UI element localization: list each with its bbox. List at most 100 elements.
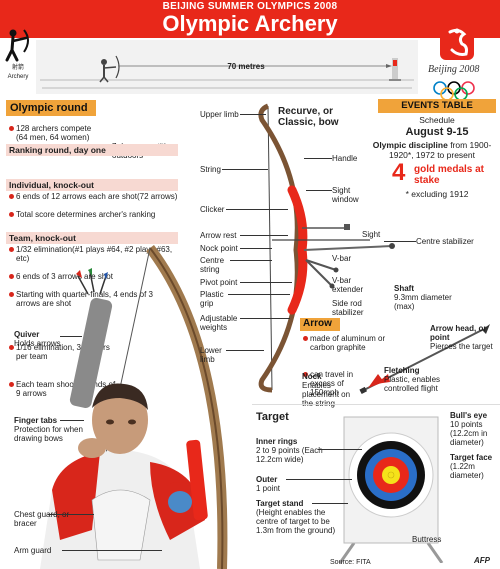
finger-tabs-label: Finger tabs Protection for when drawing … — [14, 416, 96, 443]
leader-upper-limb — [240, 114, 266, 115]
quiver-leader — [60, 336, 82, 337]
outer-label: Outer 1 point — [256, 475, 316, 493]
archer-figure-icon — [40, 244, 228, 569]
individual-title: Individual, knock-out — [6, 179, 178, 191]
label-nock-point: Nock point — [200, 244, 238, 253]
outer-leader — [286, 479, 352, 480]
fletching-title: Fletching — [384, 366, 420, 375]
team-title: Team, knock-out — [6, 232, 178, 244]
range-illustration — [40, 55, 414, 89]
target-face-title: Target face — [450, 453, 493, 462]
intro-bullet-1: 128 archers compete (64 men, 64 women) — [8, 124, 100, 142]
finger-tabs-desc: Protection for when drawing bows — [14, 425, 83, 443]
event-dates: August 9-15 — [405, 126, 469, 138]
label-arrow-rest: Arrow rest — [200, 231, 237, 240]
fletching-desc: Plastic, enables controlled flight — [384, 375, 441, 393]
target-panel: Target Inner rings 2 to 9 points (Each 1… — [252, 404, 500, 569]
range-strip: 70 metres — [36, 40, 418, 94]
individual-bullet-3: Starting with quarter-finals, 4 ends of … — [8, 290, 158, 308]
beijing-emblem-icon — [433, 24, 475, 101]
target-icon — [338, 416, 444, 563]
leader-string — [222, 169, 268, 170]
pictogram-chinese: 射箭 — [11, 65, 24, 71]
inner-rings-title: Inner rings — [256, 437, 298, 446]
bullseye-title: Bull's eye — [450, 411, 488, 420]
discipline-bold: Olympic discipline — [372, 140, 448, 150]
outer-title: Outer — [256, 475, 278, 484]
arm-guard-leader — [62, 550, 162, 551]
archer-pictogram-icon — [5, 29, 29, 62]
nock-title: Nock — [302, 372, 322, 381]
discipline-text: Olympic discipline from 1900-1920*, 1972… — [366, 140, 498, 160]
shaft-title: Shaft — [394, 284, 414, 293]
label-centre-string: Centre string — [200, 256, 225, 274]
ranking-bullet-2: Total score determines archer's ranking — [8, 210, 184, 219]
buttress-label: Buttress — [412, 535, 442, 544]
archery-pictogram: 射箭 Archery — [4, 28, 32, 80]
arrow-head-title: Arrow head, or point — [430, 324, 487, 342]
leader-pivot-point — [240, 282, 292, 283]
discipline-rest: from 1900-1920*, 1972 to present — [388, 140, 492, 160]
leader-handle — [304, 158, 332, 159]
page-title: Olympic Archery — [162, 11, 338, 36]
label-v-bar: V-bar — [332, 254, 352, 263]
target-stand-desc: (Height enables the centre of target to … — [256, 508, 336, 535]
label-side-rod-stabilizer: Side rod stabilizer — [332, 299, 364, 317]
beijing-logo-text: Beijing 2008 — [428, 64, 480, 75]
individual-bullet-1: 1/32 elimination(#1 plays #64, #2 plays … — [8, 245, 184, 263]
inner-rings-desc: 2 to 9 points (Each 12.2cm wide) — [256, 446, 323, 464]
team-bullet-2: Each team shoots 3 ends of 9 arrows — [8, 380, 118, 398]
label-v-bar-extender: V-bar extender — [332, 276, 364, 294]
outer-desc: 1 point — [256, 484, 281, 493]
arrow-head-label: Arrow head, or point Pierces the target — [430, 324, 498, 351]
quiver-label: Quiver Holds arrows — [14, 330, 94, 348]
olympic-round-panel: Olympic round 128 archers compete (64 me… — [0, 92, 184, 398]
bullseye-label: Bull's eye 10 points (12.2cm in diameter… — [450, 411, 500, 447]
label-adjustable-weights: Adjustable weights — [200, 314, 238, 332]
label-sight-window: Sight window — [332, 186, 359, 204]
fletching-label: Fletching Plastic, enables controlled fl… — [384, 366, 464, 393]
nock-label: Nock Enables placement on the string — [302, 372, 360, 408]
individual-bullet-2: 6 ends of 3 arrows are shot — [8, 272, 184, 281]
arrow-bullet-1: made of aluminum or carbon graphite — [302, 334, 394, 352]
leader-clicker — [226, 209, 288, 210]
leader-plastic-grip — [228, 294, 290, 295]
pictogram-caption: Archery — [7, 74, 29, 80]
label-pivot-point: Pivot point — [200, 278, 238, 287]
inner-rings-leader — [318, 449, 362, 450]
shaft-label: Shaft 9.3mm diameter (max) — [394, 284, 454, 311]
recurve-bow-icon — [258, 103, 395, 393]
leader-sight-window — [306, 190, 332, 191]
nock-desc: Enables placement on the string — [302, 381, 351, 408]
ranking-bullet-1: 6 ends of 12 arrows each are shot(72 arr… — [8, 192, 184, 201]
leader-lower-limb — [226, 350, 264, 351]
target-face-desc: (1.22m diameter) — [450, 462, 484, 480]
label-plastic-grip: Plastic grip — [200, 290, 224, 308]
finger-tabs-leader — [60, 420, 84, 421]
shaft-desc: 9.3mm diameter (max) — [394, 293, 452, 311]
arrow-heading: Arrow — [300, 318, 340, 331]
olympic-round-heading: Olympic round — [6, 100, 96, 116]
leader-centre-stabilizer — [384, 241, 416, 242]
title-banner: BEIJING SUMMER OLYMPICS 2008 Olympic Arc… — [0, 0, 500, 38]
bow-heading: Recurve, or Classic, bow — [278, 106, 339, 128]
label-lower-limb: Lower limb — [200, 346, 222, 364]
range-distance: 70 metres — [227, 62, 265, 71]
label-upper-limb: Upper limb — [200, 110, 239, 119]
bullseye-desc: 10 points (12.2cm in diameter) — [450, 420, 488, 447]
archer-illustration: Quiver Holds arrows Finger tabs Protecti… — [0, 240, 250, 569]
chest-guard-label: Chest guard, or bracer — [14, 510, 70, 528]
leader-centre-string — [230, 260, 272, 261]
arrow-illustration — [350, 320, 500, 400]
gold-medal-count: 4 — [392, 159, 406, 186]
label-sight: Sight — [362, 230, 381, 239]
target-stand-leader — [312, 503, 348, 504]
arrow-bullet-2: can travel in excess of 150mph — [302, 370, 374, 397]
inner-rings-label: Inner rings 2 to 9 points (Each 12.2cm w… — [256, 437, 336, 464]
target-stand-title: Target stand — [256, 499, 304, 508]
label-string: String — [200, 165, 221, 174]
leader-arrow-rest — [240, 235, 288, 236]
quiver-title: Quiver — [14, 330, 40, 339]
leader-nock-point — [240, 248, 272, 249]
events-footnote: * excluding 1912 — [405, 189, 469, 199]
